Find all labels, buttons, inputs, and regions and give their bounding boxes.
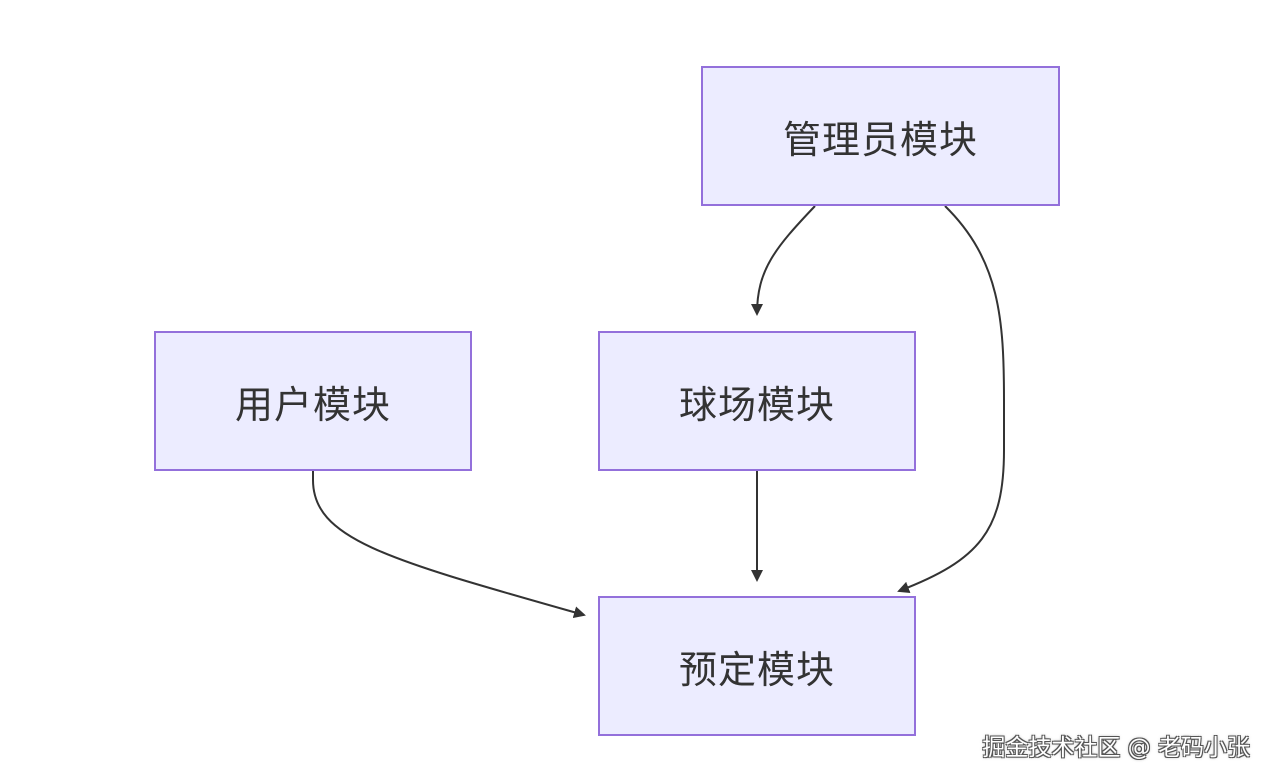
node-admin-module: 管理员模块 (701, 66, 1060, 206)
edge-user-to-booking (312, 471, 586, 619)
node-venue-module: 球场模块 (598, 331, 916, 471)
node-user-module: 用户模块 (154, 331, 472, 471)
node-booking-label: 预定模块 (678, 647, 835, 692)
node-venue-label: 球场模块 (678, 382, 835, 427)
node-admin-label: 管理员模块 (782, 117, 978, 162)
watermark: 掘金技术社区 @ 老码小张 (982, 735, 1250, 761)
edge-admin-to-venue (751, 205, 816, 316)
edge-admin-to-booking (897, 205, 1005, 594)
node-user-label: 用户模块 (234, 382, 391, 427)
node-booking-module: 预定模块 (598, 596, 916, 736)
